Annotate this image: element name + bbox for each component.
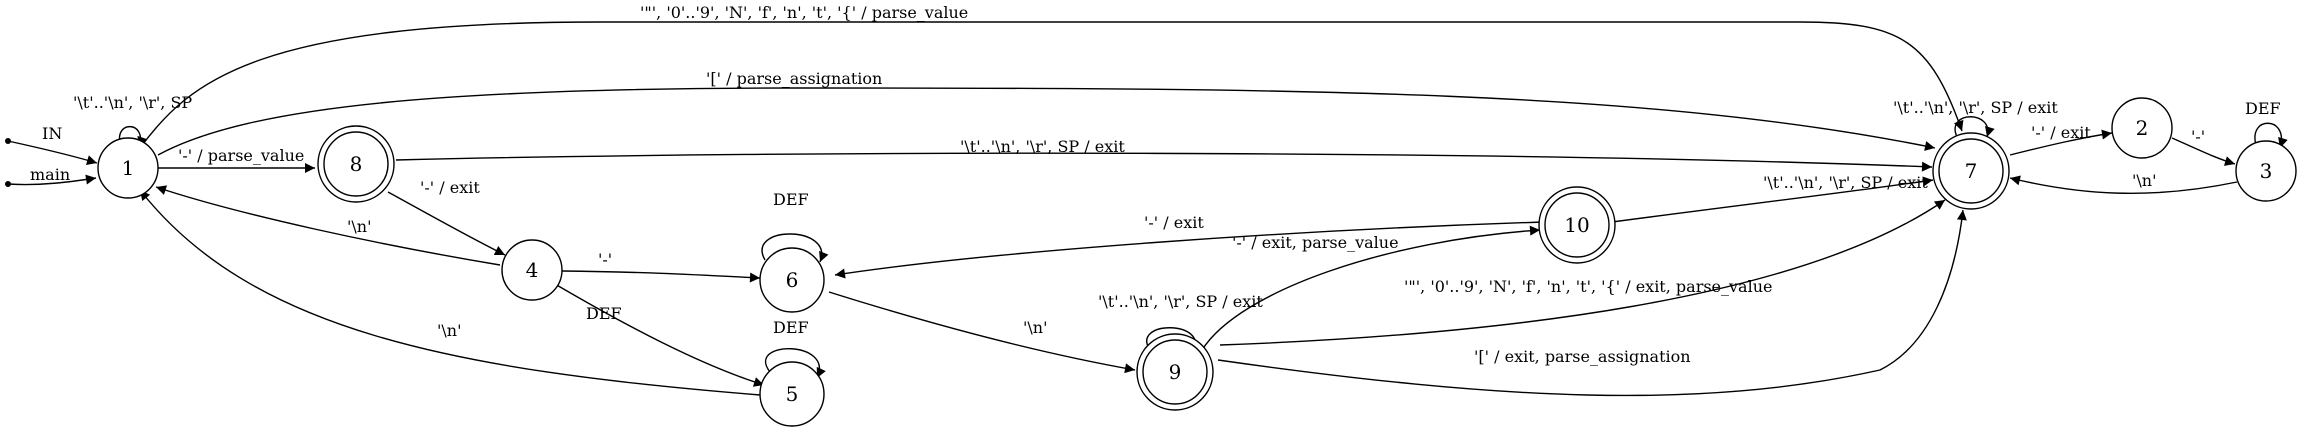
edge-label: main xyxy=(30,165,70,184)
edge-label: '[' / exit, parse_assignation xyxy=(1474,347,1691,366)
edge-10-6: '-' / exit xyxy=(834,213,1544,279)
nodes: 1 8 4 6 5 10 9 xyxy=(97,97,2297,427)
edge-3-7: '\n' xyxy=(2009,171,2238,195)
state-label: 1 xyxy=(122,156,135,180)
edge-1-7-parse-value: '"', '0'..'9', 'N', 'f', 'n', 't', '{' /… xyxy=(139,3,1964,149)
state-label: 6 xyxy=(786,268,799,292)
edge-label: '-' / exit xyxy=(1144,213,1204,232)
edge-2-3: '-' xyxy=(2171,127,2236,166)
edge-3-loop: DEF xyxy=(2245,99,2288,149)
edge-label: '\n' xyxy=(1023,318,1048,337)
edge-9-7-parse-assignation: '[' / exit, parse_assignation xyxy=(1217,209,1967,397)
state-label: 5 xyxy=(786,382,799,406)
edge-8-4: '-' / exit xyxy=(387,178,506,256)
edge-label: '[' / parse_assignation xyxy=(706,69,882,88)
edge-label: '\t'..'\n', '\r', SP / exit xyxy=(1893,98,2058,117)
state-node-3[interactable]: 3 xyxy=(2235,140,2297,202)
state-node-6[interactable]: 6 xyxy=(759,247,825,313)
edge-label: '\t'..'\n', '\r', SP / exit xyxy=(1763,173,1928,192)
edge-label: '"', '0'..'9', 'N', 'f', 'n', 't', '{' /… xyxy=(640,3,968,22)
state-node-10[interactable]: 10 xyxy=(1538,186,1616,264)
edge-label: '-' / exit xyxy=(2031,123,2091,142)
edge-5-loop: DEF xyxy=(764,318,826,379)
state-node-2[interactable]: 2 xyxy=(2111,97,2173,159)
edge-label: '\t'..'\n', '\r', SP / exit xyxy=(960,137,1125,156)
state-node-4[interactable]: 4 xyxy=(501,239,563,301)
edge-4-6: '-' xyxy=(561,250,761,283)
edge-label: '\n' xyxy=(347,217,372,236)
state-node-5[interactable]: 5 xyxy=(759,361,825,427)
edge-label: '\t'..'\n', '\r', SP xyxy=(73,93,192,112)
edge-label: '-' xyxy=(2191,127,2205,146)
state-node-8[interactable]: 8 xyxy=(317,125,395,203)
edge-label: DEF xyxy=(773,318,809,337)
edge-label: DEF xyxy=(773,190,809,209)
edge-10-7: '\t'..'\n', '\r', SP / exit xyxy=(1611,173,1934,223)
edge-9-7-parse-value: '"', '0'..'9', 'N', 'f', 'n', 't', '{' /… xyxy=(1219,199,1946,346)
state-label: 3 xyxy=(2260,159,2273,183)
edge-5-1: '\n' xyxy=(139,189,761,396)
edge-7-loop: '\t'..'\n', '\r', SP / exit xyxy=(1893,98,2058,138)
edge-label: DEF xyxy=(2245,99,2281,118)
edge-label: '\n' xyxy=(437,321,462,340)
state-label: 10 xyxy=(1564,213,1589,237)
edge-9-10: '-' / exit, parse_value xyxy=(1201,225,1541,351)
edge-1-8: '-' / parse_value xyxy=(157,146,315,173)
edge-label: '\n' xyxy=(2132,171,2157,190)
edge-label: '\t'..'\n', '\r', SP / exit xyxy=(1098,292,1263,311)
state-node-1[interactable]: 1 xyxy=(97,137,159,199)
edge-6-9: '\n' xyxy=(828,291,1136,374)
edges: IN main '\t'..'\n', '\r', SP '"', '0'..'… xyxy=(5,3,2288,397)
edge-label: DEF xyxy=(586,304,622,323)
state-label: 7 xyxy=(1965,159,1978,183)
edge-label: '-' xyxy=(598,250,612,269)
edge-1-7-parse-assignation: '[' / parse_assignation xyxy=(157,69,1936,156)
state-label: 8 xyxy=(350,152,363,176)
edge-4-1: '\n' xyxy=(155,185,501,266)
state-label: 9 xyxy=(1169,360,1182,384)
state-label: 4 xyxy=(526,258,539,282)
state-node-9[interactable]: 9 xyxy=(1136,333,1214,411)
edge-4-5: DEF xyxy=(554,283,765,387)
edge-label: '-' / exit xyxy=(420,178,480,197)
edge-6-loop: DEF xyxy=(761,190,829,263)
edge-label: '-' / exit, parse_value xyxy=(1232,233,1399,252)
edge-8-7: '\t'..'\n', '\r', SP / exit xyxy=(395,137,1933,172)
edge-7-2: '-' / exit xyxy=(2009,123,2113,156)
edge-label: '"', '0'..'9', 'N', 'f', 'n', 't', '{' /… xyxy=(1404,277,1772,296)
edge-entry-in: IN xyxy=(5,124,98,165)
state-node-7[interactable]: 7 xyxy=(1932,132,2010,210)
edge-label: '-' / parse_value xyxy=(178,146,304,165)
edge-label: IN xyxy=(42,124,62,143)
state-label: 2 xyxy=(2136,116,2149,140)
edge-entry-main: main xyxy=(5,165,97,187)
